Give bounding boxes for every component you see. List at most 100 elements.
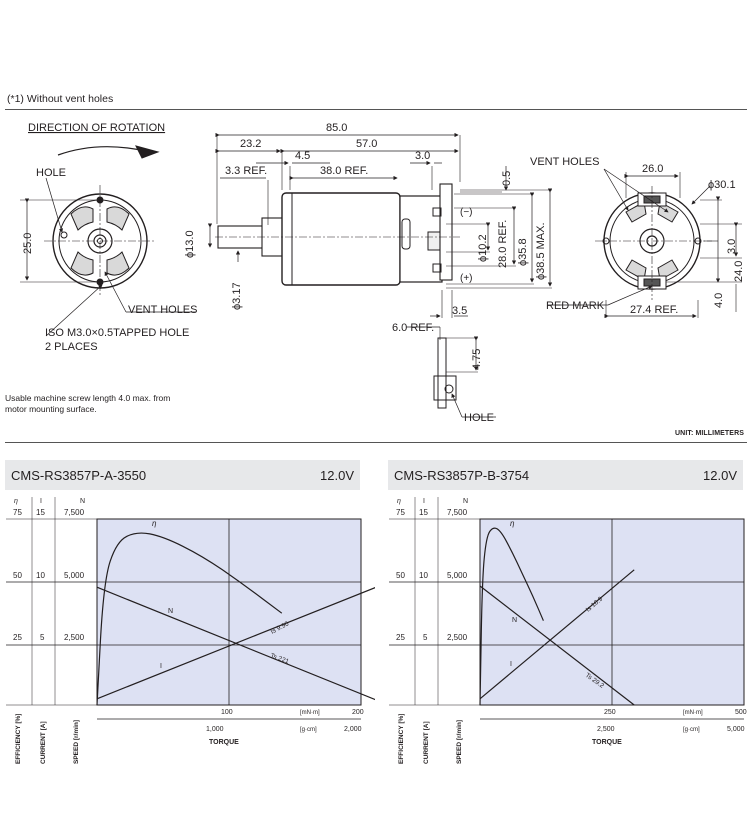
chart-b-axis-eff: EFFICIENCY [%] bbox=[398, 714, 405, 764]
chart-a-head-n: N bbox=[80, 498, 85, 505]
dim-6ref: 6.0 REF. bbox=[392, 322, 434, 334]
chart-b-title: CMS-RS3857P-B-3754 bbox=[394, 468, 530, 483]
chart-b-spd-7500: 7,500 bbox=[447, 508, 468, 517]
dim-d35-8: ϕ35.8 bbox=[517, 238, 529, 266]
chart-a-series bbox=[96, 532, 375, 706]
chart-a-axis-cur: CURRENT [A] bbox=[40, 721, 47, 764]
chart-b-xlabel: TORQUE bbox=[592, 739, 622, 746]
dim-0-5: 0.5 bbox=[501, 171, 513, 186]
chart-b-eff-75: 75 bbox=[396, 508, 405, 517]
chart-a-cur-15: 15 bbox=[36, 508, 45, 517]
chart-a-current-line bbox=[96, 587, 375, 700]
chart-b-voltage: 12.0V bbox=[703, 468, 737, 483]
chart-b-tick-500: 500 bbox=[735, 709, 747, 716]
chart-b-cur-10: 10 bbox=[419, 571, 428, 580]
red-mark-label: RED MARK bbox=[546, 300, 605, 312]
chart-b-spd-2500: 2,500 bbox=[447, 633, 468, 642]
chart-a-head-eta: η bbox=[14, 498, 18, 505]
dim-3-0-rear: 3.0 bbox=[726, 239, 738, 254]
chart-a-unit-gcm: [g·cm] bbox=[300, 727, 317, 733]
dim-d10-2: ϕ10.2 bbox=[477, 234, 489, 262]
dim-24: 24.0 bbox=[733, 261, 745, 282]
chart-a-spd-7500: 7,500 bbox=[64, 508, 85, 517]
dim-57: 57.0 bbox=[356, 138, 377, 150]
chart-b: η I N 75 50 25 15 10 5 7,500 5,000 2,500… bbox=[389, 497, 747, 764]
chart-b-head-i: I bbox=[423, 498, 425, 505]
dim-4-0: 4.0 bbox=[713, 293, 725, 308]
chart-a: η I N 75 50 25 15 10 5 7,500 5,000 2,500… bbox=[6, 497, 375, 764]
chart-a-head-i: I bbox=[40, 498, 42, 505]
chart-b-label-i: I bbox=[510, 661, 512, 668]
dim-4-5: 4.5 bbox=[295, 150, 310, 162]
dim-3-3ref: 3.3 REF. bbox=[225, 165, 267, 177]
dim-28ref: 28.0 REF. bbox=[497, 220, 509, 268]
chart-b-tick-2500: 2,500 bbox=[597, 726, 615, 733]
screw-note: Usable machine screw length 4.0 max. fro… bbox=[5, 393, 170, 415]
chart-a-tick-100: 100 bbox=[221, 709, 233, 716]
chart-a-eff-50: 50 bbox=[13, 571, 22, 580]
dim-d3-17: ϕ3.17 bbox=[231, 282, 243, 310]
chart-a-spd-2500: 2,500 bbox=[64, 633, 85, 642]
dim-25: 25.0 bbox=[22, 233, 34, 254]
vent-note: (*1) Without vent holes bbox=[7, 93, 114, 105]
chart-a-title: CMS-RS3857P-A-3550 bbox=[11, 468, 147, 483]
chart-a-cur-5: 5 bbox=[40, 633, 45, 642]
two-places-label: 2 PLACES bbox=[45, 341, 98, 353]
chart-b-eff-50: 50 bbox=[396, 571, 405, 580]
chart-a-xlabel: TORQUE bbox=[209, 739, 239, 746]
chart-a-label-i: I bbox=[160, 663, 162, 670]
dim-3-5: 3.5 bbox=[452, 305, 467, 317]
rear-vent-label: VENT HOLES bbox=[530, 156, 600, 168]
dim-85: 85.0 bbox=[326, 122, 347, 134]
chart-b-head-n: N bbox=[463, 498, 468, 505]
chart-b-head-eta: η bbox=[397, 498, 401, 505]
chart-b-axis-spd: SPEED [r/min] bbox=[456, 720, 463, 764]
chart-b-speed-line bbox=[479, 585, 635, 706]
chart-b-tick-250: 250 bbox=[604, 709, 616, 716]
chart-b-cur-15: 15 bbox=[419, 508, 428, 517]
chart-a-voltage: 12.0V bbox=[320, 468, 354, 483]
chart-b-header: CMS-RS3857P-B-3754 12.0V bbox=[388, 460, 743, 490]
terminal-hole-label: HOLE bbox=[464, 412, 494, 424]
chart-a-label-eta: η bbox=[152, 519, 157, 528]
dim-26: 26.0 bbox=[642, 163, 663, 175]
chart-a-tick-2000: 2,000 bbox=[344, 726, 362, 733]
chart-a-axis-spd: SPEED [r/min] bbox=[73, 720, 80, 764]
chart-b-tick-5000: 5,000 bbox=[727, 726, 745, 733]
plus-terminal: (+) bbox=[460, 273, 473, 284]
chart-b-cur-5: 5 bbox=[423, 633, 428, 642]
top-divider bbox=[5, 109, 747, 110]
unit-label: UNIT: MILLIMETERS bbox=[675, 430, 744, 437]
middle-divider bbox=[5, 442, 747, 443]
chart-a-label-n: N bbox=[168, 608, 173, 615]
chart-b-eff-25: 25 bbox=[396, 633, 405, 642]
chart-a-speed-line bbox=[96, 586, 375, 701]
dim-d38-5: ϕ38.5 MAX. bbox=[535, 222, 547, 280]
chart-b-label-eta: η bbox=[510, 519, 515, 528]
dim-3-0: 3.0 bbox=[415, 150, 430, 162]
chart-a-header: CMS-RS3857P-A-3550 12.0V bbox=[5, 460, 360, 490]
chart-a-spd-5000: 5,000 bbox=[64, 571, 85, 580]
chart-a-tick-200: 200 bbox=[352, 709, 364, 716]
chart-a-grid bbox=[6, 497, 361, 706]
hole-label: HOLE bbox=[36, 167, 66, 179]
minus-terminal: (−) bbox=[460, 207, 473, 218]
chart-b-unit-mn: [mN·m] bbox=[683, 710, 703, 716]
chart-a-eff-25: 25 bbox=[13, 633, 22, 642]
chart-b-label-n: N bbox=[512, 617, 517, 624]
chart-a-tick-1000: 1,000 bbox=[206, 726, 224, 733]
rear-view bbox=[548, 168, 742, 319]
dim-23-2: 23.2 bbox=[240, 138, 261, 150]
chart-a-cur-10: 10 bbox=[36, 571, 45, 580]
direction-label: DIRECTION OF ROTATION bbox=[28, 122, 165, 134]
front-vent-label: VENT HOLES bbox=[128, 304, 198, 316]
dim-d13: ϕ13.0 bbox=[184, 230, 196, 258]
chart-b-efficiency-line bbox=[479, 527, 544, 706]
side-view bbox=[207, 132, 553, 340]
dim-38ref: 38.0 REF. bbox=[320, 165, 368, 177]
terminal-detail bbox=[433, 336, 496, 418]
front-view bbox=[20, 145, 196, 337]
dim-27-4ref: 27.4 REF. bbox=[630, 304, 678, 316]
chart-a-efficiency-line bbox=[96, 532, 283, 706]
chart-b-series bbox=[479, 527, 635, 706]
